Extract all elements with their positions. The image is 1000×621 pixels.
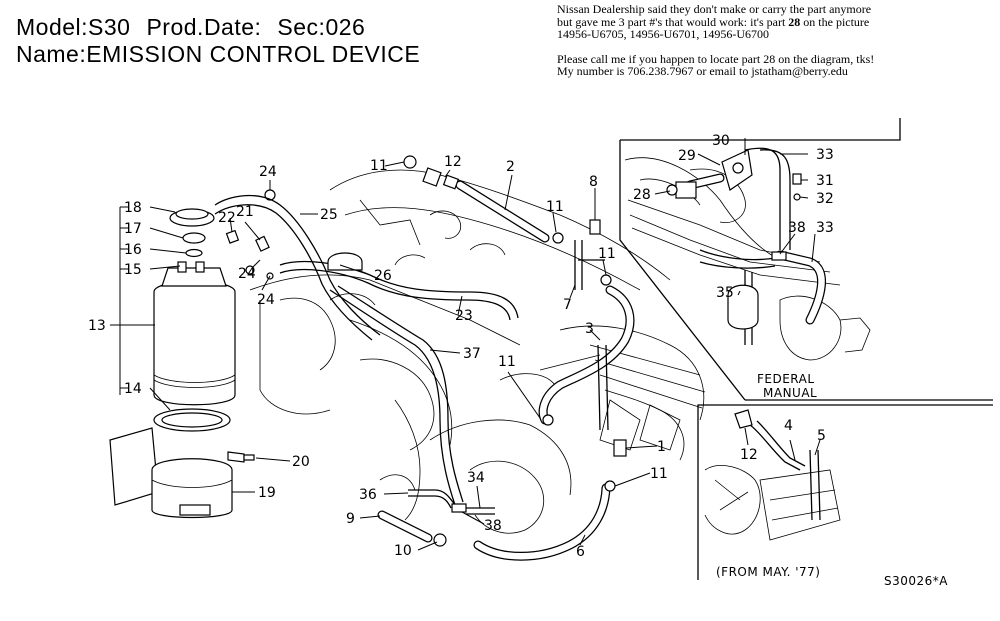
header-block: Model:S30 Prod.Date: Sec:026 Name:EMISSION…: [16, 14, 420, 68]
callout-19: 19: [258, 485, 276, 501]
callout-20: 20: [292, 454, 310, 470]
note-part-number: 28: [788, 14, 801, 29]
callout-38-main: 38: [484, 518, 502, 534]
from-may-inset: [697, 404, 993, 580]
callout-6: 6: [576, 544, 585, 560]
note-line-3: 14956-U6705, 14956-U6701, 14956-U6700: [557, 27, 769, 41]
callout-11-b: 11: [546, 199, 564, 215]
callout-2: 2: [506, 159, 515, 175]
callout-38-inset: 38: [788, 220, 806, 236]
callout-8: 8: [589, 174, 598, 190]
prod-date-label: Prod.Date:: [146, 14, 262, 40]
federal-manual-inset: [619, 118, 993, 401]
callout-3: 3: [585, 321, 594, 337]
callout-1: 1: [657, 439, 666, 455]
callout-21: 21: [236, 204, 254, 220]
header-line-1: Model:S30 Prod.Date: Sec:026: [16, 14, 420, 41]
callout-18: 18: [124, 200, 142, 216]
callout-10: 10: [394, 543, 412, 559]
model-label: Model:S30: [16, 14, 131, 40]
callout-12-main: 12: [444, 154, 462, 170]
federal-label: FEDERAL: [757, 372, 815, 386]
valve-28-body: [675, 181, 697, 199]
callout-33-mid: 33: [816, 220, 834, 236]
from-may-label: (FROM MAY. '77): [716, 565, 820, 579]
callout-5: 5: [817, 428, 826, 444]
diagram-labels: FEDERAL MANUAL (FROM MAY. '77) S30026*A: [716, 372, 948, 588]
callout-11-e: 11: [650, 466, 668, 482]
note-line-5: My number is 706.238.7967 or email to js…: [557, 64, 848, 78]
callout-30: 30: [712, 133, 730, 149]
callout-26: 26: [374, 268, 392, 284]
callout-35: 35: [716, 285, 734, 301]
callout-9: 9: [346, 511, 355, 527]
callout-17: 17: [124, 221, 142, 237]
engine-outline: [249, 169, 706, 534]
callout-4: 4: [784, 418, 793, 434]
callout-33-top: 33: [816, 147, 834, 163]
callout-15: 15: [124, 262, 142, 278]
callout-36: 36: [359, 487, 377, 503]
section-label: Sec:026: [277, 14, 366, 40]
canister-bracket-19: [151, 458, 233, 519]
callout-24-mid: 24: [238, 266, 256, 282]
callout-37: 37: [463, 346, 481, 362]
callout-numbers: 18 17 16 15 13 14 22 21 24 25 24 24 26 2…: [88, 133, 834, 560]
callout-32: 32: [816, 191, 834, 207]
callout-11-c: 11: [598, 246, 616, 262]
callout-12-inset: 12: [740, 447, 758, 463]
note-line-4: Please call me if you happen to locate p…: [557, 51, 875, 66]
callout-28: 28: [633, 187, 651, 203]
callout-16: 16: [124, 242, 142, 258]
callout-24-top: 24: [259, 164, 277, 180]
callout-25: 25: [320, 207, 338, 223]
note-line-1: Nissan Dealership said they don't make o…: [557, 2, 872, 16]
callout-7: 7: [563, 297, 572, 313]
diagram-name: Name:EMISSION CONTROL DEVICE: [16, 41, 421, 67]
user-note: Nissan Dealership said they don't make o…: [557, 3, 897, 78]
callout-31: 31: [816, 173, 834, 189]
callout-29: 29: [678, 148, 696, 164]
callout-13: 13: [88, 318, 106, 334]
callout-22: 22: [218, 210, 236, 226]
main-hoses: [214, 155, 635, 561]
callout-24-low: 24: [257, 292, 275, 308]
callout-11-a: 11: [370, 158, 388, 174]
leader-lines: [110, 161, 658, 551]
manual-label: MANUAL: [763, 386, 817, 400]
note-line-2: but gave me 3 part #'s that would work: …: [557, 14, 870, 29]
canister-assembly: [109, 189, 276, 519]
canister-body-13: [153, 280, 236, 406]
diagram-code: S30026*A: [884, 574, 948, 588]
callout-23: 23: [455, 308, 473, 324]
callout-11-d: 11: [498, 354, 516, 370]
callout-14: 14: [124, 381, 142, 397]
callout-34: 34: [467, 470, 485, 486]
